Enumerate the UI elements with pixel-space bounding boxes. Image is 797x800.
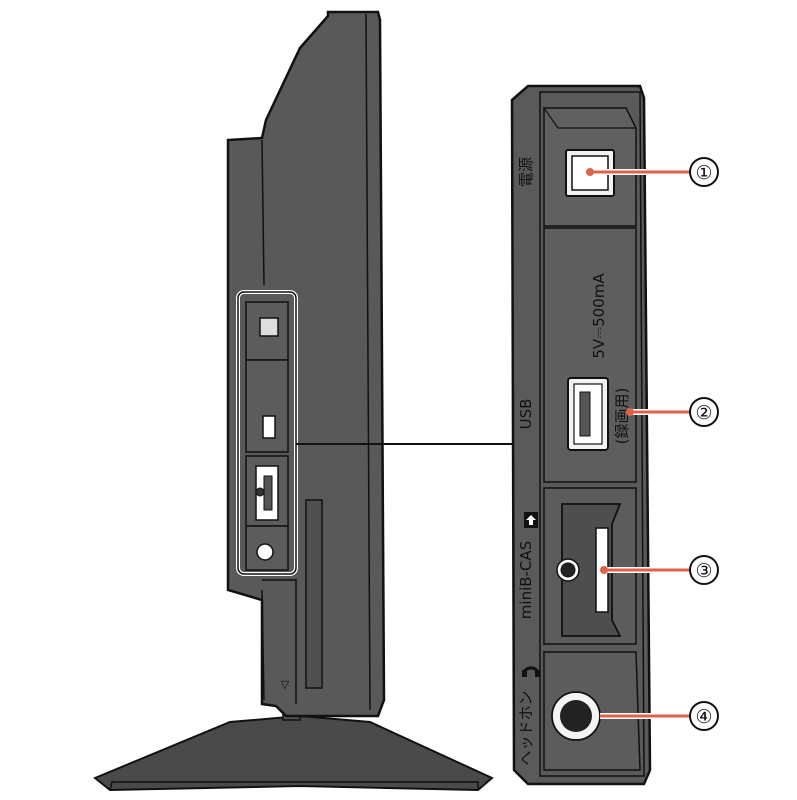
mini-headphone-jack bbox=[256, 543, 274, 561]
callouts: ① ② ③ ④ bbox=[586, 157, 719, 731]
usb-purpose-label: (録画用) bbox=[613, 388, 631, 445]
usb-rating-label: 5V⎓500mA bbox=[590, 273, 608, 359]
usb-label: USB bbox=[517, 399, 535, 430]
eject-arrow-icon bbox=[524, 512, 538, 528]
vent-slot bbox=[305, 499, 323, 689]
tv-side-view: ▽ bbox=[93, 10, 494, 792]
callout-4-badge bbox=[689, 701, 719, 731]
minibcas-label: miniB-CAS bbox=[517, 541, 535, 619]
minibcas-section: miniB-CAS bbox=[517, 487, 637, 645]
callout-3-number: ③ bbox=[695, 560, 712, 582]
stand-base bbox=[93, 714, 494, 792]
stand-mark-label: ▽ bbox=[281, 678, 290, 691]
side-panel-segments bbox=[245, 301, 289, 571]
headphone-section: ヘッドホン bbox=[517, 651, 641, 771]
enlarged-side-panel: 電源 5V⎓500mA (録画用) USB miniB-CAS bbox=[510, 84, 652, 786]
callout-1-number: ① bbox=[695, 162, 712, 184]
mini-power-switch bbox=[259, 317, 279, 337]
usb-section: 5V⎓500mA (録画用) USB bbox=[517, 227, 637, 483]
headphone-label: ヘッドホン bbox=[517, 690, 535, 765]
callout-4-number: ④ bbox=[695, 706, 712, 728]
callout-1-badge bbox=[689, 157, 719, 187]
callout-2-badge bbox=[689, 397, 719, 427]
callout-3-badge bbox=[689, 555, 719, 585]
mini-usb-port bbox=[262, 415, 276, 439]
callout-2-number: ② bbox=[695, 402, 712, 424]
power-label: 電源 bbox=[517, 157, 535, 187]
headphone-icon bbox=[522, 666, 540, 677]
